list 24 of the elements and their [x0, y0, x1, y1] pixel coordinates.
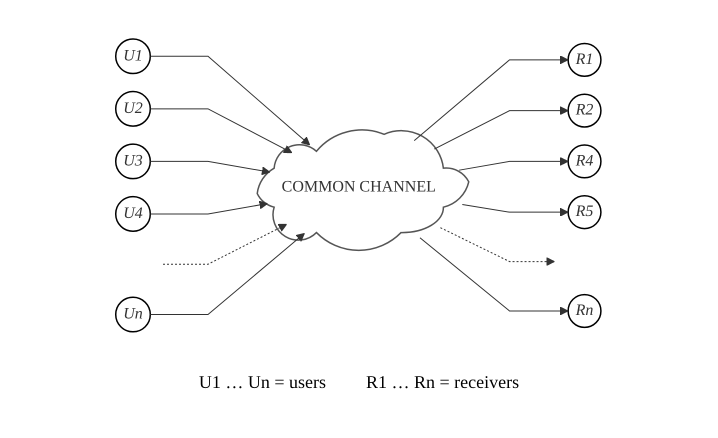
arrow — [150, 160, 271, 175]
arrow — [150, 108, 293, 153]
node-circle: Un — [115, 296, 152, 332]
dashed-arrow — [440, 226, 556, 266]
note-text: R1 … Rn = receivers — [366, 372, 520, 393]
node-circle: R5 — [568, 194, 602, 229]
arrow — [458, 156, 569, 170]
node-circle: Rn — [568, 293, 602, 328]
arrow — [420, 236, 569, 315]
dashed-arrow — [162, 223, 288, 264]
arrow — [150, 55, 310, 145]
node-circle: U3 — [115, 142, 152, 180]
arrow — [414, 55, 569, 141]
node-circle: U4 — [115, 196, 152, 232]
node-circle: R4 — [568, 144, 602, 178]
arrow — [462, 204, 569, 216]
node-circle: R1 — [568, 42, 602, 77]
arrow — [150, 232, 306, 315]
node-circle: U1 — [115, 38, 152, 74]
node-circle: U2 — [115, 90, 152, 126]
arrow — [434, 106, 569, 150]
note-text: U1 … Un = users — [198, 372, 326, 393]
arrow — [150, 200, 268, 214]
node-circle: R2 — [568, 93, 602, 128]
